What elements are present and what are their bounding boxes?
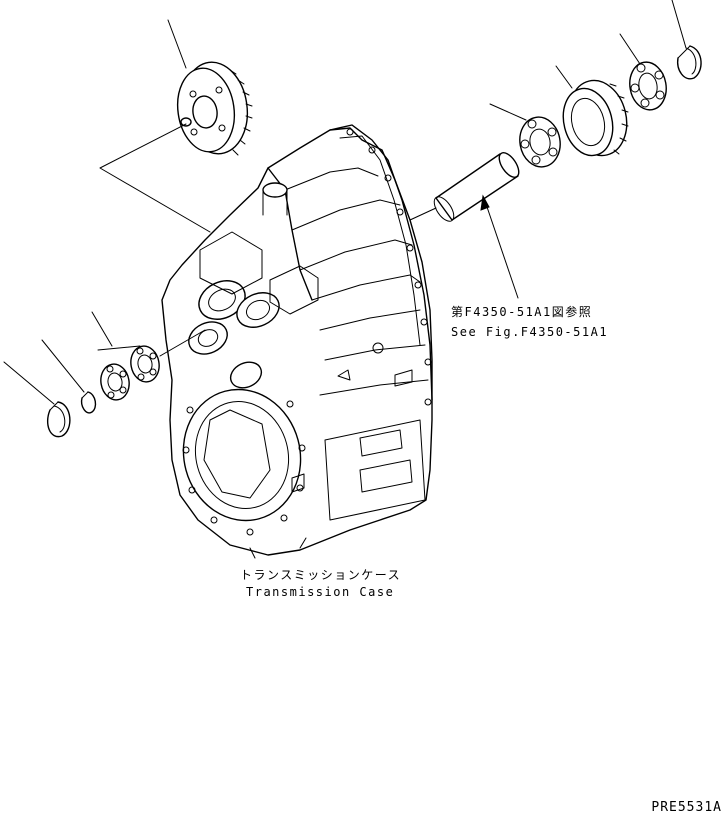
- ball-bearing-left-b: [100, 363, 130, 401]
- snap-ring-left-large-leader-line: [3, 361, 55, 405]
- snap-ring-left-large: [46, 401, 71, 438]
- gear-ring: [562, 79, 629, 157]
- snap-ring-left-small: [80, 391, 97, 414]
- shaft: [433, 152, 520, 222]
- ball-bearing-right-inner: [519, 116, 561, 168]
- reference-note-japanese: 第F4350-51A1図参照: [451, 305, 593, 319]
- figure-code: PRE5531A: [651, 800, 722, 815]
- gear-assembly-bracket: [99, 123, 211, 233]
- transmission-case-label-english: Transmission Case: [246, 585, 395, 599]
- shaft-axis-line: [409, 207, 437, 221]
- bearing-leader-line: [489, 103, 527, 121]
- transmission-case-label-japanese: トランスミッションケース: [240, 568, 402, 582]
- gear: [176, 61, 253, 156]
- snap-ring-right-leader-line: [671, 0, 687, 49]
- gear-ring-leader-line: [555, 65, 573, 89]
- transmission-case: [161, 124, 433, 559]
- left-bearing-axis-line: [159, 329, 206, 357]
- ball-bearing-right-outer: [629, 61, 667, 111]
- snap-ring-left-small-leader-line: [41, 339, 85, 393]
- gear-leader-line: [167, 19, 187, 69]
- snap-ring-right: [677, 45, 702, 80]
- ball-bearing-left-a: [130, 345, 160, 383]
- left-bearings-leader-line: [91, 311, 141, 351]
- reference-note-english: See Fig.F4350-51A1: [451, 325, 609, 339]
- reference-arrow: [480, 194, 519, 299]
- outer-bearing-leader-line: [619, 33, 641, 65]
